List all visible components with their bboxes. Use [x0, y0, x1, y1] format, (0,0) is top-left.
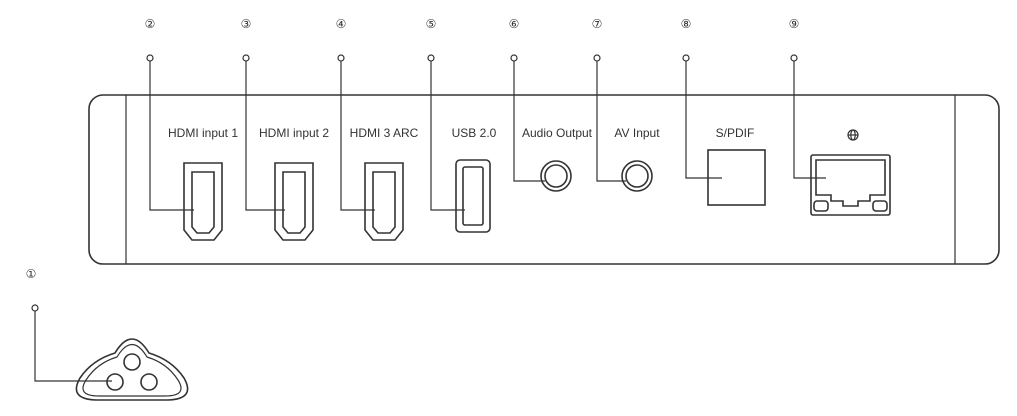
leader-line-4: [340, 61, 375, 211]
callout-number-5: ⑤: [426, 17, 437, 31]
callout-number-9: ⑨: [789, 17, 800, 31]
leader-dot-1: [31, 304, 39, 312]
hdmi-port-1: [183, 162, 223, 241]
label-audio-output: Audio Output: [522, 126, 593, 140]
power-socket-icon: [75, 338, 189, 401]
globe-icon: [847, 129, 859, 141]
leader-line-1: [34, 311, 112, 382]
label-hdmi-input-2: HDMI input 2: [259, 126, 329, 140]
leader-line-7: [596, 61, 626, 182]
leader-line-3: [245, 61, 285, 211]
leader-dot-6: [510, 54, 518, 62]
av-input-jack: [621, 160, 653, 192]
leader-line-6: [513, 61, 545, 182]
label-hdmi-input-1: HDMI input 1: [168, 126, 238, 140]
leader-dot-5: [427, 54, 435, 62]
audio-output-jack: [540, 160, 572, 192]
usb-port: [455, 159, 491, 233]
callout-number-2: ②: [145, 17, 156, 31]
label-spdif: S/PDIF: [716, 126, 755, 140]
leader-line-5: [430, 61, 465, 211]
callout-number-6: ⑥: [509, 17, 520, 31]
label-hdmi-3-arc: HDMI 3 ARC: [350, 126, 419, 140]
callout-number-1: ①: [26, 267, 37, 281]
callout-number-4: ④: [336, 17, 347, 31]
leader-dot-7: [593, 54, 601, 62]
leader-dot-4: [337, 54, 345, 62]
label-av-input: AV Input: [614, 126, 660, 140]
leader-line-8: [685, 61, 722, 179]
hdmi-port-2: [274, 162, 314, 241]
callout-number-3: ③: [241, 17, 252, 31]
callout-number-7: ⑦: [592, 17, 603, 31]
rear-panel: [88, 94, 1000, 265]
leader-dot-8: [682, 54, 690, 62]
panel-outline: [88, 94, 1000, 265]
callout-number-8: ⑧: [681, 17, 692, 31]
label-usb: USB 2.0: [452, 126, 497, 140]
ethernet-port: [810, 154, 891, 216]
spdif-port: [707, 149, 766, 206]
leader-dot-9: [790, 54, 798, 62]
hdmi-port-3: [364, 162, 404, 241]
leader-lines: [31, 54, 826, 382]
leader-line-2: [149, 61, 194, 211]
leader-dot-2: [146, 54, 154, 62]
leader-dot-3: [242, 54, 250, 62]
